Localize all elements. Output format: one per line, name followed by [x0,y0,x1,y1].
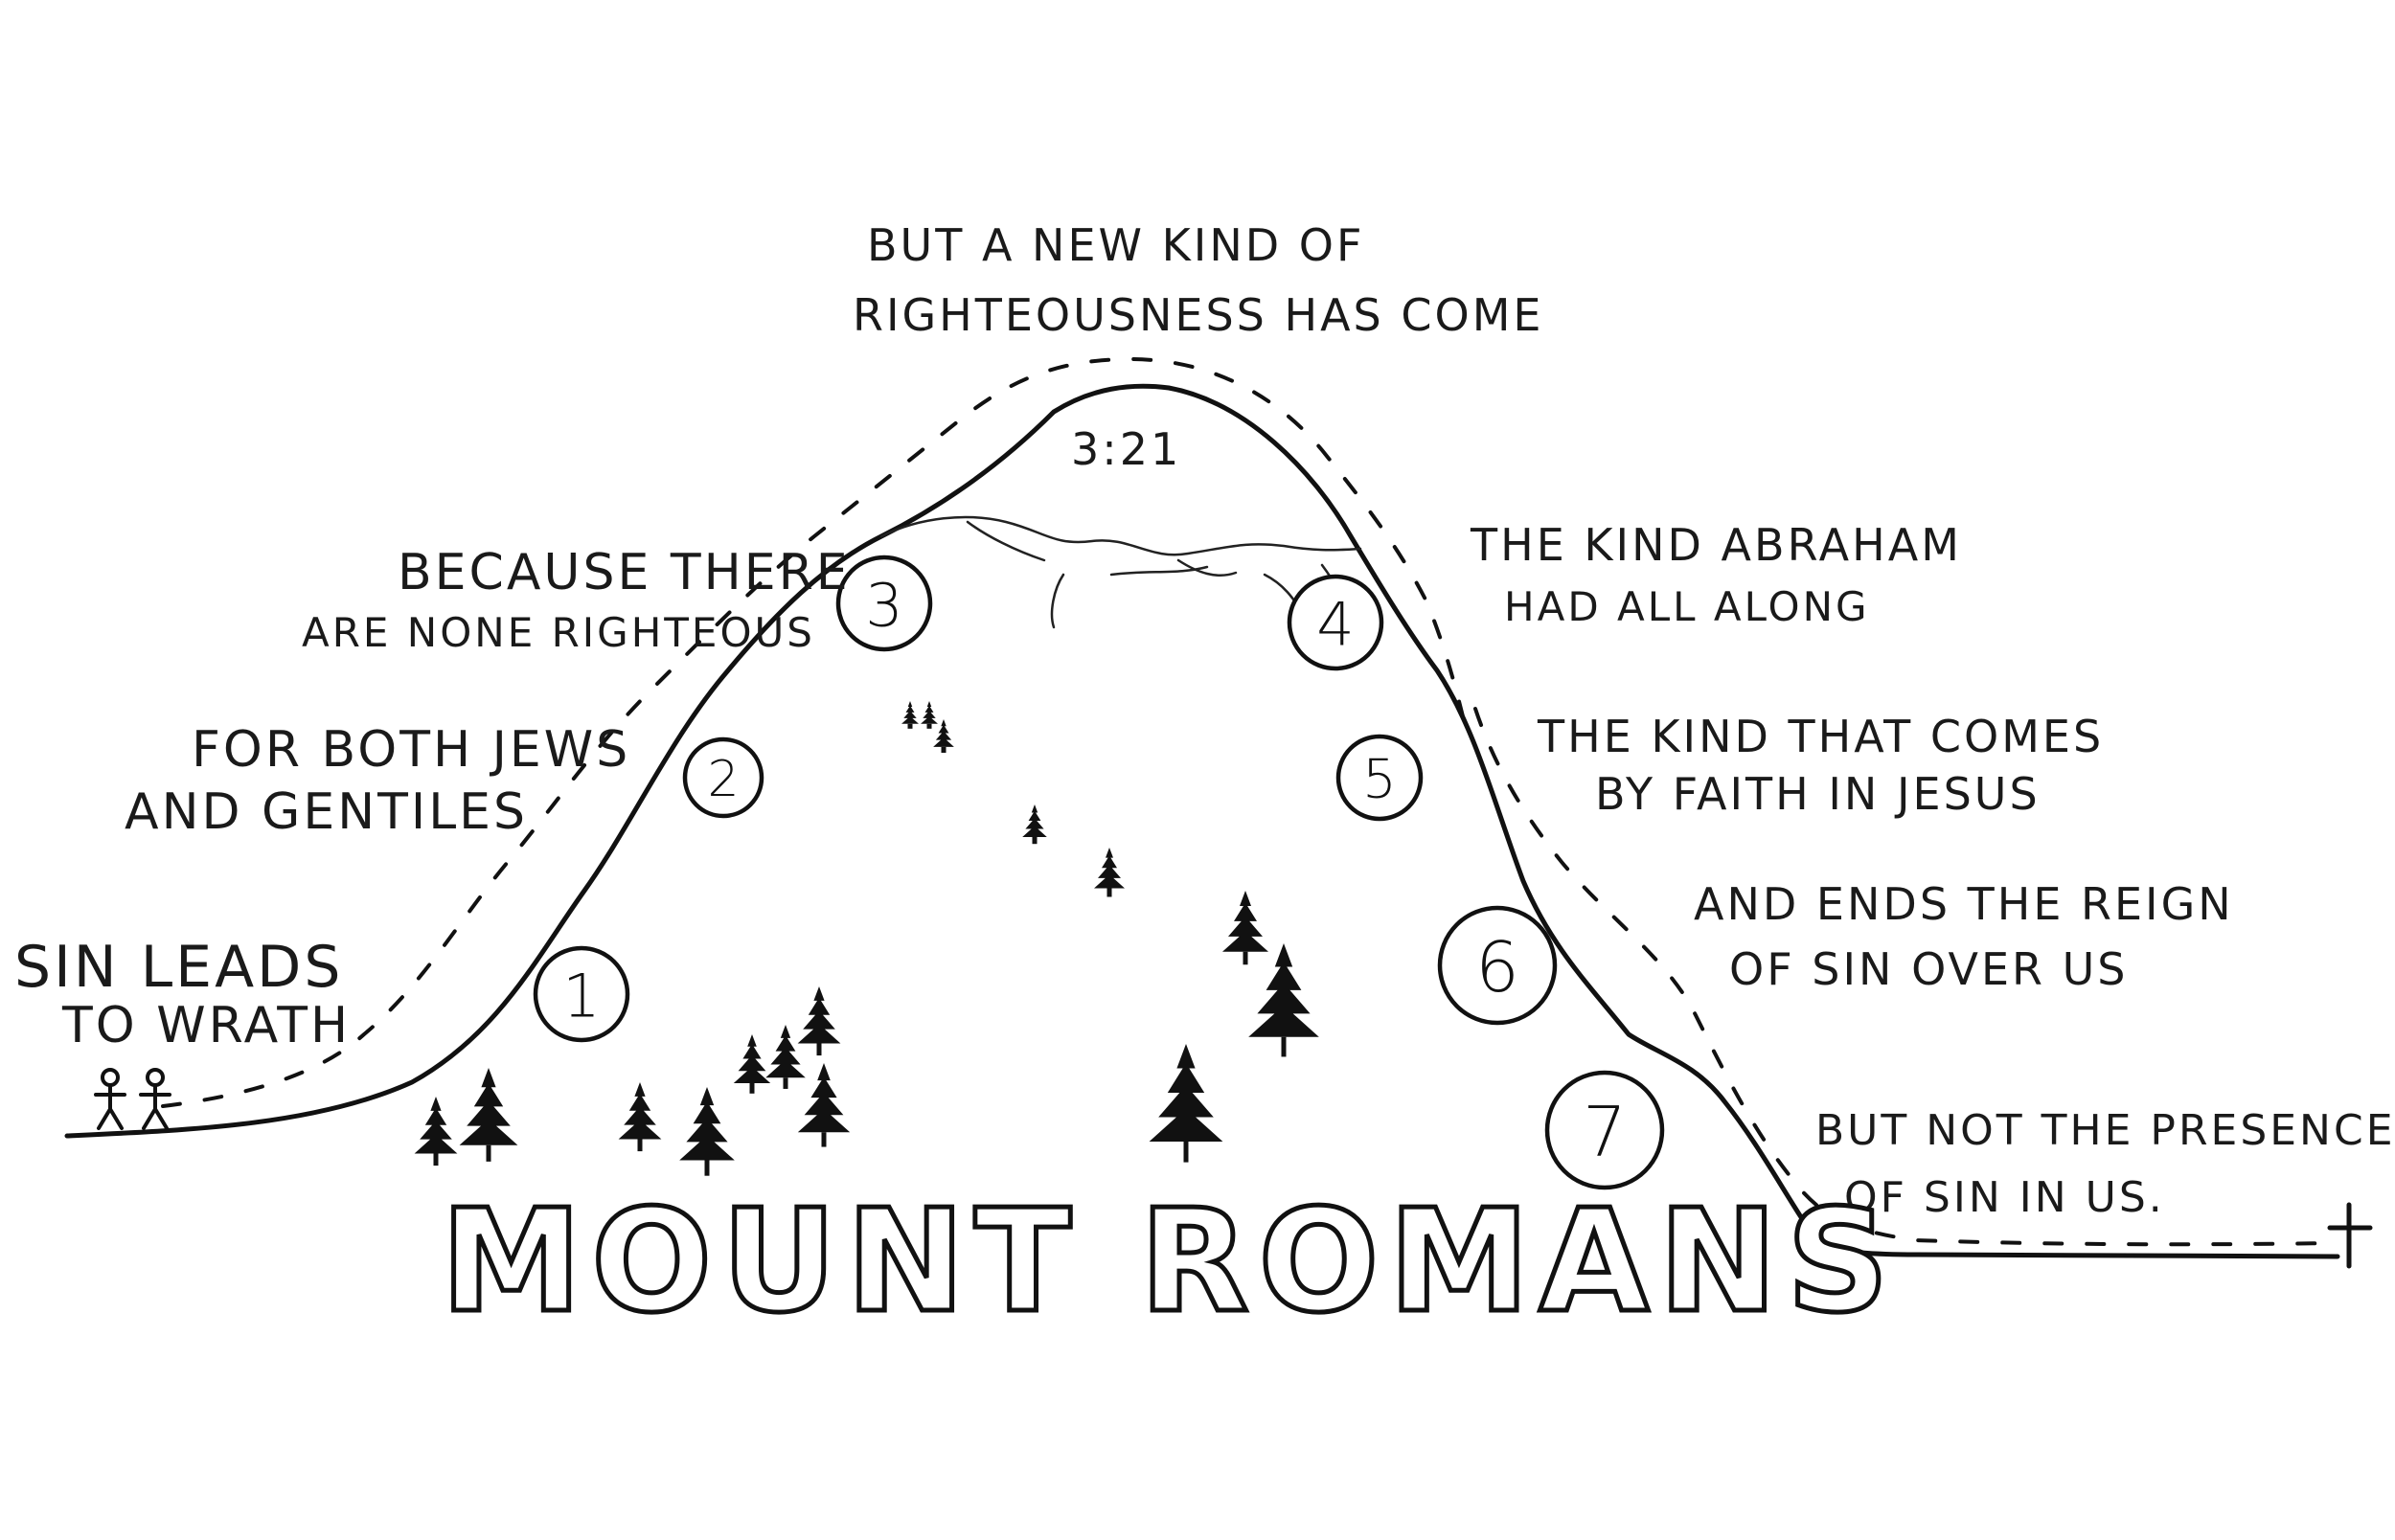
step-4-number: 4 [1316,590,1354,660]
pine-tree-icon [901,701,919,724]
step-7-label-line1: BUT NOT THE PRESENCE [1815,1106,2395,1155]
pine-tree-icon [1022,804,1047,837]
pine-tree-trunk [1032,837,1038,845]
step-1-label-line2: TO WRATH [61,997,351,1054]
step-3-label-line2: ARE NONE RIGHTEOUS [302,609,815,656]
dashed-path-right [1473,707,2330,1247]
step-6-number: 6 [1475,927,1519,1008]
step-3-label-line1: BECAUSE THERE [398,544,851,601]
step-4-marker: 4 [1287,574,1384,671]
mountain-outline [64,383,2340,1259]
step-2-number: 2 [707,751,739,808]
pine-tree-trunk [1243,951,1248,965]
step-7-label-line2: OF SIN IN US. [1844,1173,2165,1222]
step-1-label-line1: SIN LEADS [14,934,343,1001]
pine-tree-trunk [821,1132,827,1147]
pine-tree-trunk [1183,1142,1189,1163]
step-5-number: 5 [1362,749,1397,811]
pine-tree-trunk [941,746,947,754]
pine-tree-icon [1222,891,1268,952]
step-2-marker: 2 [682,736,764,819]
pine-tree-icon [414,1097,458,1154]
diagram-title: MOUNT ROMANS [441,1179,1899,1344]
pine-tree-icon [1248,943,1319,1037]
pine-tree-icon [618,1082,662,1140]
step-1-marker: 1 [533,945,630,1043]
pine-tree-trunk [1106,888,1112,897]
stick-figures-icon [94,1068,171,1130]
pine-tree-trunk [926,723,932,729]
pine-tree-icon [459,1068,518,1145]
pine-trees [414,701,1319,1176]
step-3-number: 3 [865,571,902,641]
pine-tree-icon [733,1034,771,1083]
pine-tree-icon [765,1025,806,1078]
pine-tree-trunk [486,1144,491,1162]
step-4-label-line1: THE KIND ABRAHAM [1470,519,1962,571]
snow-cap-detail [966,520,1353,629]
summit-caption-line2: RIGHTEOUSNESS HAS COME [853,289,1543,341]
pine-tree-icon [797,986,841,1044]
cross-icon [2327,1202,2373,1269]
snow-cap-line [879,515,1362,556]
pine-tree-trunk [433,1153,439,1166]
step-2-label-line1: FOR BOTH JEWS [192,721,630,779]
step-2-label-line2: AND GENTILES [125,783,528,841]
pine-tree-trunk [704,1160,710,1176]
pine-tree-icon [933,719,954,747]
pine-tree-trunk [637,1139,643,1152]
step-7-number: 7 [1583,1092,1627,1172]
pine-tree-icon [1149,1044,1223,1142]
step-5-label-line1: THE KIND THAT COMES [1537,711,2104,762]
pine-tree-icon [1094,848,1125,889]
step-6-marker: 6 [1437,905,1558,1026]
pine-tree-trunk [783,1077,788,1089]
step-3-marker: 3 [835,555,933,652]
step-7-marker: 7 [1544,1070,1665,1190]
pine-tree-icon [797,1063,851,1133]
pine-tree-trunk [907,723,913,729]
step-5-label-line2: BY FAITH IN JESUS [1595,768,2041,820]
step-6-label-line1: AND ENDS THE REIGN [1694,878,2234,930]
step-6-label-line2: OF SIN OVER US [1729,943,2128,995]
pine-tree-trunk [816,1043,822,1056]
summit-reference: 3:21 [1071,423,1181,475]
step-5-marker: 5 [1335,734,1424,822]
pine-tree-icon [921,701,938,724]
dashed-path-left [161,356,1468,1108]
pine-tree-trunk [749,1083,755,1094]
pine-tree-trunk [1281,1036,1287,1057]
step-1-number: 1 [562,962,600,1031]
summit-caption-line1: BUT A NEW KIND OF [867,219,1364,271]
pine-tree-icon [679,1087,735,1161]
step-4-label-line2: HAD ALL ALONG [1504,583,1870,630]
